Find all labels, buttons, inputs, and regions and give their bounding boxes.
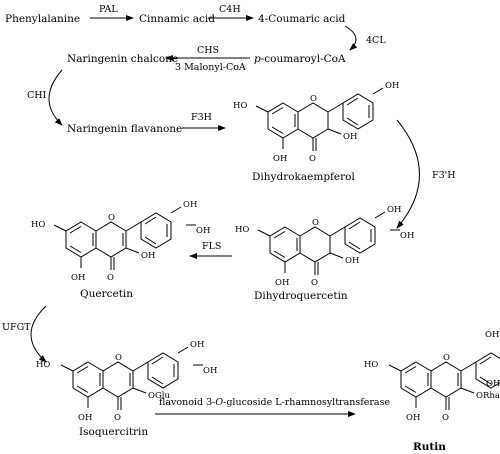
svg-text:OH: OH <box>190 340 204 350</box>
svg-text:HO: HO <box>233 101 247 111</box>
enzyme-c4h: C4H <box>219 4 241 15</box>
svg-text:OH: OH <box>345 256 359 266</box>
dihydrokaempferol-structure: HO OH O O OH OH <box>233 81 399 164</box>
svg-text:OH: OH <box>196 226 210 236</box>
svg-text:OH: OH <box>203 366 217 376</box>
enzyme-4cl: 4CL <box>366 35 386 46</box>
svg-text:HO: HO <box>36 360 50 370</box>
svg-text:O: O <box>114 413 121 423</box>
svg-text:OH: OH <box>141 251 155 261</box>
svg-text:OH: OH <box>275 278 289 288</box>
svg-text:O: O <box>310 94 317 104</box>
enzyme-f3h: F3H <box>191 112 212 123</box>
quercetin-label: Quercetin <box>80 288 133 300</box>
svg-text:O: O <box>115 353 122 363</box>
svg-text:OH: OH <box>71 273 85 283</box>
dihydrokaempferol-label: Dihydrokaempferol <box>252 171 355 183</box>
svg-text:O: O <box>108 213 115 223</box>
svg-text:O: O <box>107 273 114 283</box>
svg-text:OH: OH <box>400 231 414 241</box>
svg-text:HO: HO <box>31 220 45 230</box>
svg-text:HO: HO <box>364 360 378 370</box>
svg-text:OH: OH <box>78 413 92 423</box>
naringenin-flavanone-label: Naringenin flavanone <box>67 123 182 135</box>
dihydroquercetin-label: Dihydroquercetin <box>254 290 348 302</box>
svg-text:OH: OH <box>387 205 401 215</box>
coumaric-acid-label: 4-Coumaric acid <box>258 13 346 25</box>
isoquercitrin-label: Isoquercitrin <box>79 426 148 438</box>
svg-text:OH: OH <box>343 132 357 142</box>
quercetin-structure: HO OH O O OH OH OH <box>31 200 210 283</box>
malonyl-coa-label: 3 Malonyl-CoA <box>175 62 246 73</box>
svg-text:OH: OH <box>183 200 197 210</box>
arrow-chi <box>48 69 63 126</box>
svg-text:OGlu: OGlu <box>148 391 170 401</box>
enzyme-chi: CHI <box>27 90 47 101</box>
svg-text:ORha: ORha <box>476 391 500 401</box>
enzyme-pal: PAL <box>99 4 118 15</box>
rutin-label: Rutin <box>413 441 446 453</box>
svg-text:OH: OH <box>485 330 499 340</box>
rutin-structure: HO OH O O ORha OH OH <box>364 330 500 423</box>
svg-text:O: O <box>443 353 450 363</box>
enzyme-rhamnosyltransferase: flavonoid 3-O-glucoside L-rhamnosyltrans… <box>159 397 390 408</box>
coumaroyl-coa-label: p-coumaroyl-CoA <box>254 53 346 65</box>
arrow-f3prime-h <box>396 119 420 229</box>
svg-text:OH: OH <box>486 379 500 389</box>
svg-text:OH: OH <box>406 413 420 423</box>
svg-text:O: O <box>312 218 319 228</box>
enzyme-f3prime-h: F3'H <box>432 170 456 181</box>
enzyme-chs: CHS <box>197 45 219 56</box>
svg-text:OH: OH <box>273 154 287 164</box>
enzyme-ufgt: UFGT <box>2 322 31 333</box>
svg-text:O: O <box>309 154 316 164</box>
naringenin-chalcone-label: Naringenin chalcone <box>67 53 178 65</box>
dihydroquercetin-structure: HO OH O O OH OH OH <box>235 205 414 288</box>
enzyme-fls: FLS <box>202 241 221 252</box>
arrow-4cl <box>344 25 358 51</box>
isoquercitrin-structure: HO OH O O OGlu OH OH <box>36 340 217 423</box>
svg-text:O: O <box>442 413 449 423</box>
cinnamic-acid-label: Cinnamic acid <box>139 13 215 25</box>
phenylalanine-label: Phenylalanine <box>5 13 80 25</box>
svg-text:OH: OH <box>385 81 399 91</box>
arrow-ufgt <box>30 305 47 363</box>
svg-text:HO: HO <box>235 225 249 235</box>
svg-text:O: O <box>311 278 318 288</box>
